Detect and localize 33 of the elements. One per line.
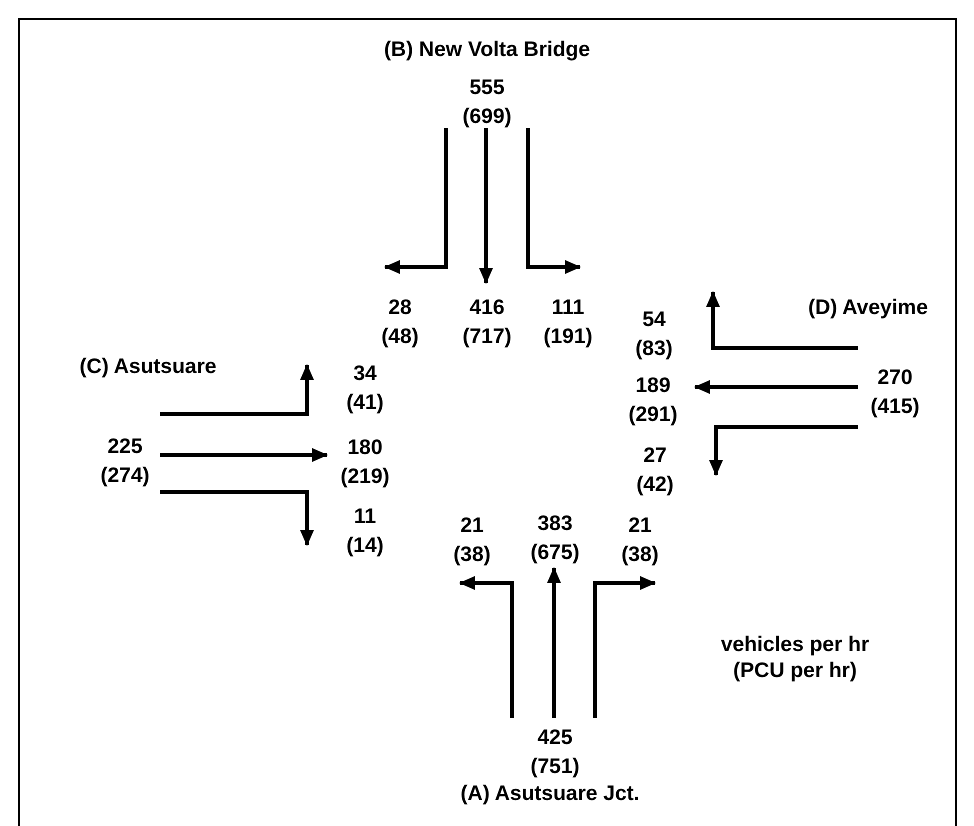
traffic-count: 416 (717)	[461, 295, 513, 350]
traffic-count: 21 (38)	[452, 513, 492, 568]
traffic-count: 180 (219)	[339, 435, 391, 490]
traffic-count: 21 (38)	[620, 513, 660, 568]
traffic-count: 27 (42)	[635, 443, 675, 498]
flow-arrow	[694, 380, 858, 394]
flow-arrow	[160, 448, 328, 462]
flow-arrow	[459, 576, 514, 718]
flow-arrow	[160, 364, 314, 416]
traffic-count: 111 (191)	[542, 295, 594, 350]
traffic-count: 34 (41)	[345, 361, 385, 416]
flow-arrow	[547, 567, 561, 718]
flow-arrow	[709, 425, 858, 476]
traffic-count: 11 (14)	[345, 504, 385, 559]
approach-label: (D) Aveyime	[807, 295, 929, 321]
flow-arrow	[479, 128, 493, 284]
traffic-count: 225 (274)	[99, 434, 151, 489]
traffic-count: 54 (83)	[634, 307, 674, 362]
approach-label: (A) Asutsuare Jct.	[460, 781, 640, 807]
traffic-count: 383 (675)	[529, 511, 581, 566]
flow-arrow	[160, 490, 314, 546]
flow-arrow	[593, 576, 656, 718]
traffic-count: 189 (291)	[627, 373, 679, 428]
flow-arrow	[384, 128, 448, 274]
traffic-count: 28 (48)	[380, 295, 420, 350]
approach-label: (B) New Volta Bridge	[382, 37, 592, 63]
approach-label: vehicles per hr (PCU per hr)	[720, 632, 870, 684]
traffic-count: 270 (415)	[869, 365, 921, 420]
flow-arrow	[706, 291, 858, 350]
traffic-count: 425 (751)	[529, 725, 581, 780]
flow-arrow	[526, 128, 581, 274]
traffic-count: 555 (699)	[461, 75, 513, 130]
approach-label: (C) Asutsuare	[78, 354, 218, 380]
